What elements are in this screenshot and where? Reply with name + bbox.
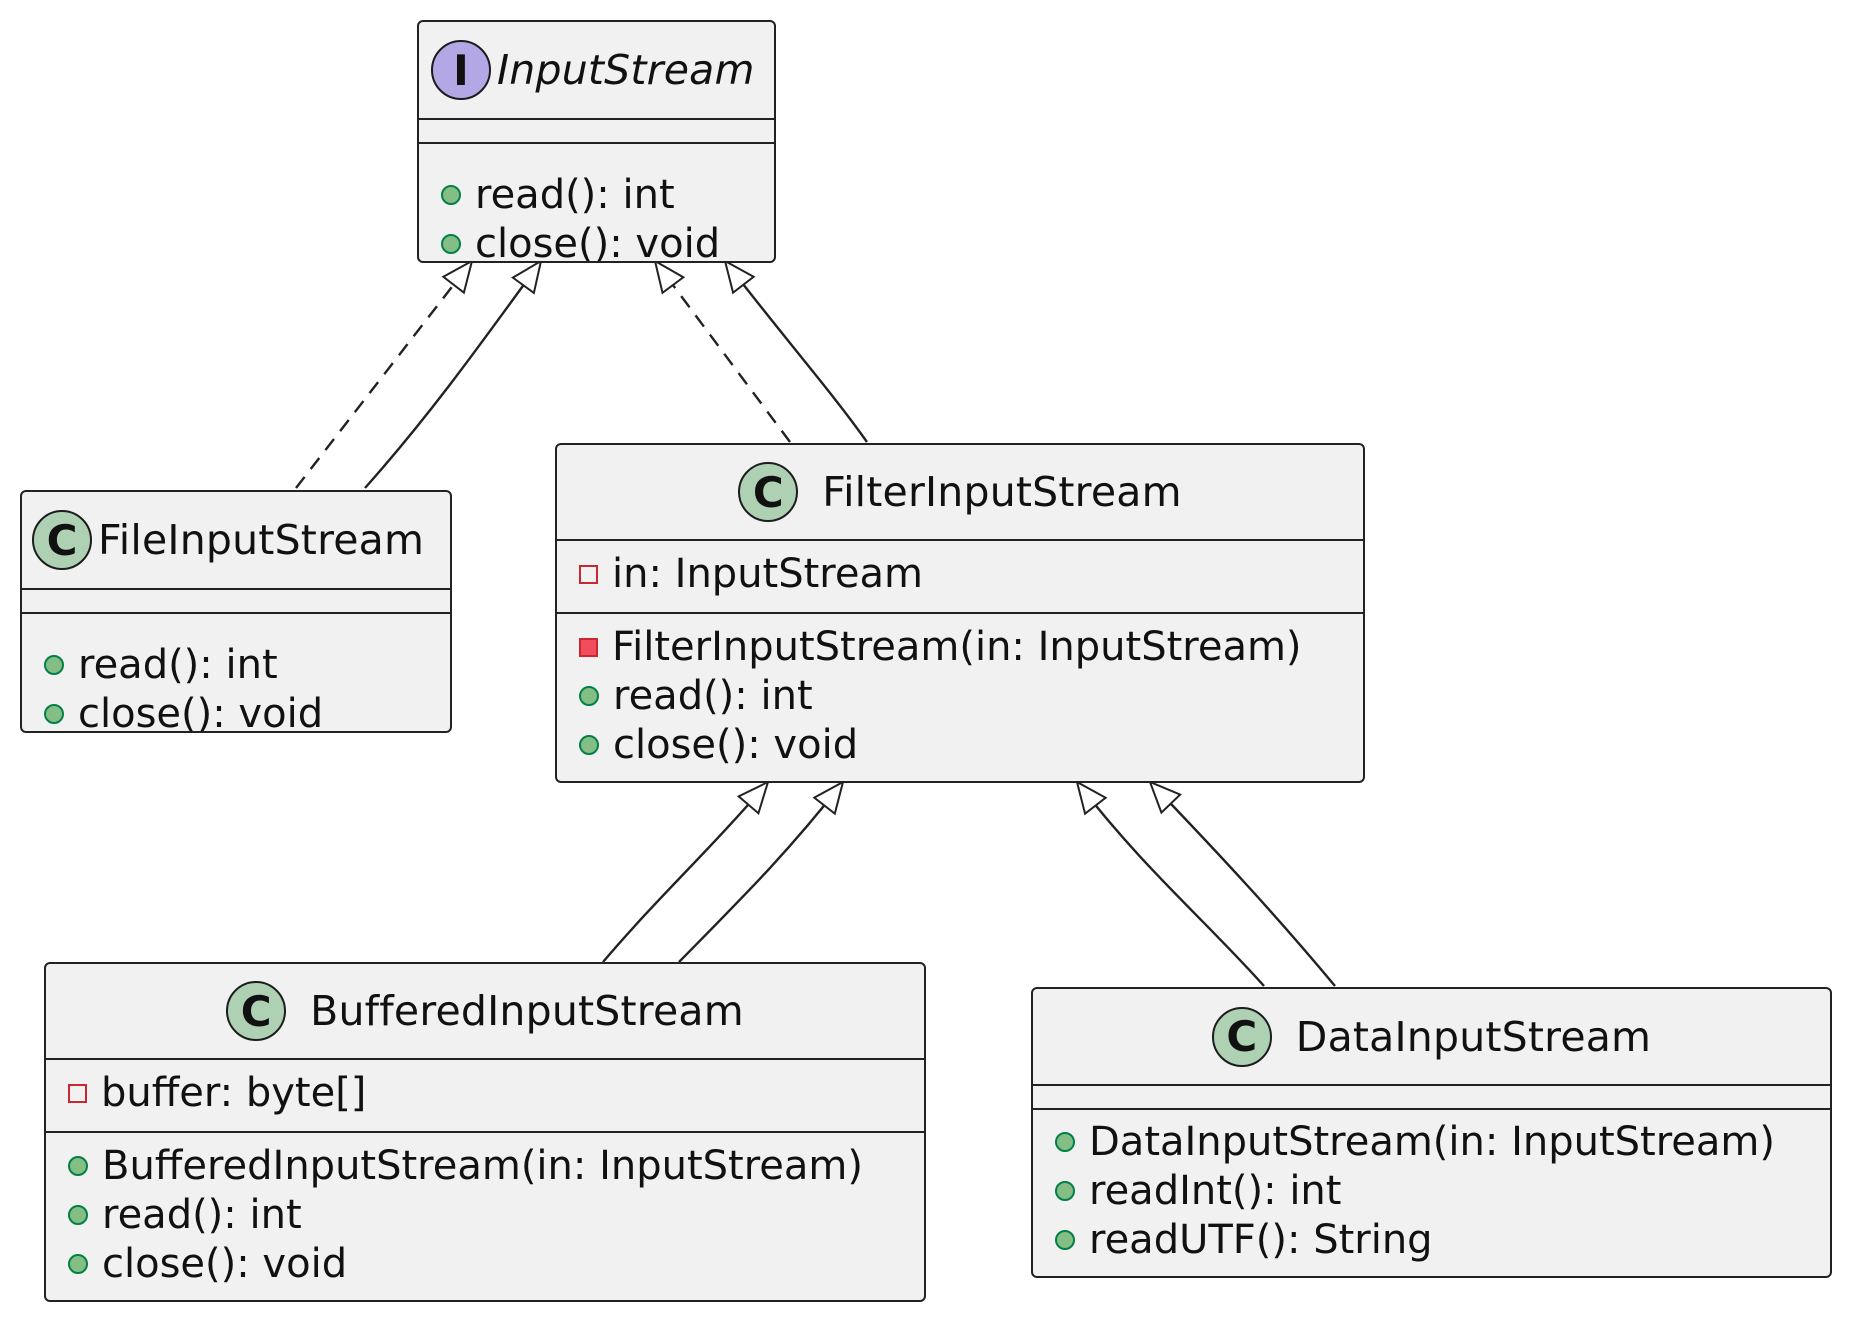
public-visibility-icon bbox=[44, 704, 64, 724]
edge-filter-realizes-inputstream bbox=[655, 261, 791, 443]
method-close: close(): void bbox=[68, 1240, 347, 1288]
class-box-filterinputstream[interactable]: C FilterInputStream in: InputStream Filt… bbox=[555, 443, 1365, 783]
method-divider bbox=[419, 142, 774, 144]
method-close: close(): void bbox=[44, 691, 324, 733]
method-read: read(): int bbox=[68, 1191, 302, 1239]
edge-buffered-extends-filter bbox=[602, 782, 768, 963]
class-box-bufferedinputstream[interactable]: C BufferedInputStream buffer: byte[] Buf… bbox=[44, 962, 926, 1302]
class-box-datainputstream[interactable]: C DataInputStream DataInputStream(in: In… bbox=[1031, 987, 1832, 1278]
method-text: readUTF(): String bbox=[1089, 1217, 1433, 1263]
class-name: BufferedInputStream bbox=[310, 987, 744, 1035]
private-visibility-icon bbox=[579, 637, 598, 657]
public-visibility-icon bbox=[1055, 1181, 1075, 1201]
class-header: C DataInputStream bbox=[1033, 989, 1830, 1084]
method-read: read(): int bbox=[579, 672, 813, 720]
method-readutf: readUTF(): String bbox=[1055, 1216, 1433, 1264]
class-badge-icon: C bbox=[32, 510, 92, 570]
attribute-divider bbox=[46, 1058, 924, 1060]
method-divider bbox=[46, 1131, 924, 1133]
attribute-divider bbox=[1033, 1084, 1830, 1086]
class-badge-icon: C bbox=[226, 981, 287, 1041]
private-visibility-icon bbox=[579, 564, 598, 584]
public-visibility-icon bbox=[1055, 1230, 1075, 1250]
interface-badge-icon: I bbox=[431, 40, 491, 100]
field-buffer: buffer: byte[] bbox=[68, 1068, 366, 1118]
public-visibility-icon bbox=[441, 234, 461, 254]
method-text: read(): int bbox=[78, 642, 278, 688]
method-read: read(): int bbox=[44, 642, 278, 688]
method-constructor: DataInputStream(in: InputStream) bbox=[1055, 1118, 1775, 1166]
class-badge-icon: C bbox=[1211, 1006, 1272, 1067]
method-text: FilterInputStream(in: InputStream) bbox=[612, 624, 1302, 670]
method-text: read(): int bbox=[613, 673, 813, 719]
method-text: close(): void bbox=[613, 722, 859, 768]
method-readint: readInt(): int bbox=[1055, 1167, 1341, 1215]
class-name: DataInputStream bbox=[1295, 1012, 1652, 1061]
method-constructor: FilterInputStream(in: InputStream) bbox=[579, 623, 1302, 671]
attribute-divider bbox=[557, 539, 1363, 541]
method-text: BufferedInputStream(in: InputStream) bbox=[102, 1143, 863, 1189]
method-text: read(): int bbox=[102, 1192, 302, 1238]
method-text: close(): void bbox=[102, 1241, 348, 1287]
edge-data-extends-filter bbox=[1077, 782, 1265, 987]
method-text: close(): void bbox=[475, 221, 721, 263]
method-text: close(): void bbox=[78, 691, 324, 733]
method-divider bbox=[1033, 1108, 1830, 1110]
class-box-inputstream[interactable]: I InputStream read(): int close(): void bbox=[417, 20, 776, 263]
class-badge-icon: C bbox=[738, 462, 799, 522]
class-name: FileInputStream bbox=[98, 516, 425, 564]
public-visibility-icon bbox=[579, 686, 599, 706]
public-visibility-icon bbox=[579, 735, 599, 755]
field-text: buffer: byte[] bbox=[101, 1070, 367, 1116]
method-divider bbox=[557, 612, 1363, 614]
public-visibility-icon bbox=[68, 1156, 88, 1176]
edge-buffered-extends-filter-2 bbox=[678, 782, 843, 963]
method-read: read(): int bbox=[441, 172, 675, 218]
attribute-divider bbox=[419, 118, 774, 120]
public-visibility-icon bbox=[1055, 1132, 1075, 1152]
method-divider bbox=[22, 612, 450, 614]
public-visibility-icon bbox=[68, 1254, 88, 1274]
public-visibility-icon bbox=[68, 1205, 88, 1225]
edge-filter-extends-inputstream bbox=[725, 261, 868, 443]
class-header: C BufferedInputStream bbox=[46, 964, 924, 1058]
field-text: in: InputStream bbox=[612, 551, 923, 597]
public-visibility-icon bbox=[44, 655, 64, 675]
method-constructor: BufferedInputStream(in: InputStream) bbox=[68, 1142, 863, 1190]
field-in: in: InputStream bbox=[579, 549, 923, 599]
method-close: close(): void bbox=[441, 221, 721, 263]
attribute-divider bbox=[22, 588, 450, 590]
edge-data-extends-filter-2 bbox=[1150, 782, 1336, 987]
method-text: DataInputStream(in: InputStream) bbox=[1089, 1119, 1775, 1165]
edge-file-extends-inputstream bbox=[364, 261, 541, 489]
class-header: C FileInputStream bbox=[22, 492, 450, 588]
class-header: I InputStream bbox=[419, 22, 774, 118]
public-visibility-icon bbox=[441, 185, 461, 205]
private-visibility-icon bbox=[68, 1083, 87, 1103]
method-text: readInt(): int bbox=[1089, 1168, 1342, 1214]
class-box-fileinputstream[interactable]: C FileInputStream read(): int close(): v… bbox=[20, 490, 452, 733]
method-close: close(): void bbox=[579, 721, 858, 769]
class-header: C FilterInputStream bbox=[557, 445, 1363, 539]
class-name: InputStream bbox=[497, 46, 755, 94]
class-name: FilterInputStream bbox=[822, 468, 1182, 516]
edge-file-realizes-inputstream bbox=[295, 261, 472, 489]
method-text: read(): int bbox=[475, 172, 675, 218]
